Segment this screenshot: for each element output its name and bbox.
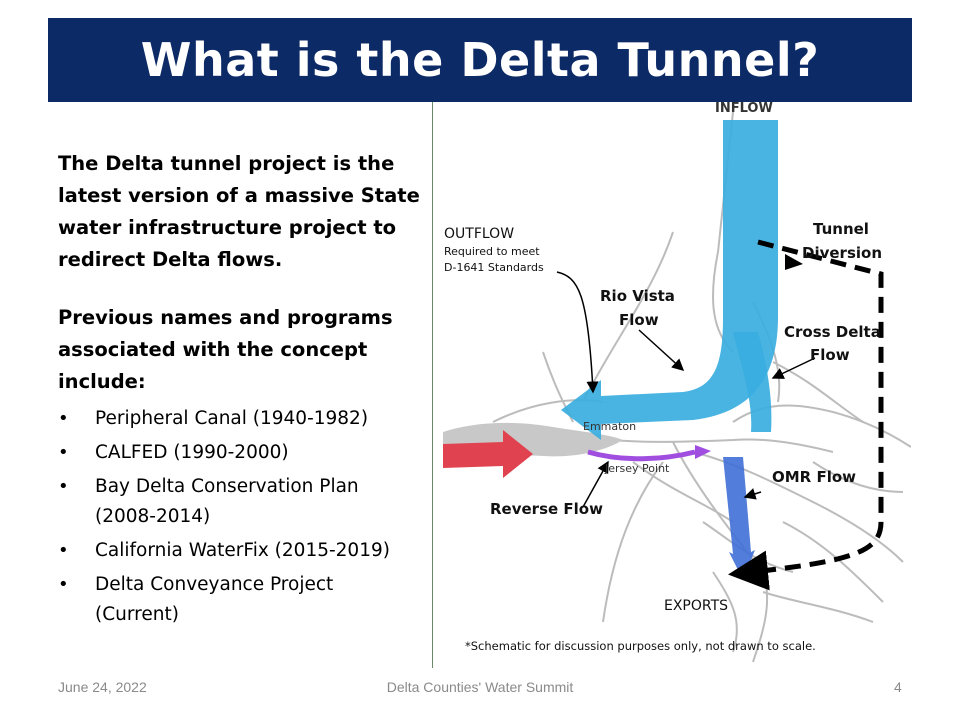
list-item: •California WaterFix (2015-2019) — [58, 536, 428, 566]
river-channels — [442, 111, 911, 663]
reverse-flow-arrow — [587, 449, 696, 462]
intro-paragraph: The Delta tunnel project is the latest v… — [58, 152, 420, 271]
rio-vista-label-line1: Rio Vista — [600, 287, 675, 305]
previous-names-list: •Peripheral Canal (1940-1982) •CALFED (1… — [58, 404, 428, 630]
cross-delta-label-line1: Cross Delta — [784, 323, 881, 341]
bullet-icon: • — [58, 476, 69, 497]
rio-vista-label-line2: Flow — [619, 311, 659, 329]
cross-delta-label-line2: Flow — [810, 346, 850, 364]
names-intro-paragraph: Previous names and programs associated w… — [58, 306, 393, 393]
cross-delta-flow-shape — [733, 332, 772, 432]
emmaton-label: Emmaton — [583, 420, 636, 433]
outflow-line1: Required to meet — [444, 245, 540, 258]
tunnel-diversion-arrowhead-top — [785, 254, 803, 270]
schematic-note: *Schematic for discussion purposes only,… — [465, 639, 816, 653]
bullet-icon: • — [58, 442, 69, 463]
reverse-flow-arrowhead — [695, 445, 711, 459]
tunnel-label-line1: Tunnel — [813, 220, 869, 238]
omr-arrow — [723, 457, 755, 580]
bullet-icon: • — [58, 408, 69, 429]
list-item: •Peripheral Canal (1940-1982) — [58, 404, 428, 434]
bullet-icon: • — [58, 540, 69, 561]
label-pointers — [556, 271, 816, 508]
outflow-line2: D-1641 Standards — [444, 261, 544, 274]
text-column: The Delta tunnel project is the latest v… — [58, 148, 428, 634]
exports-label: EXPORTS — [664, 598, 728, 614]
outflow-label: OUTFLOW — [444, 226, 514, 242]
delta-flow-schematic: INFLOW OUTFLOW Required to meet D-1641 S… — [433, 102, 911, 668]
list-item: •Bay Delta Conservation Plan(2008-2014) — [58, 472, 428, 532]
tunnel-label-line2: Diversion — [802, 244, 882, 262]
inflow-arrow — [561, 120, 778, 440]
jersey-point-label: Jersey Point — [604, 462, 670, 475]
west-inflow-arrow — [443, 430, 533, 478]
bullet-icon: • — [58, 574, 69, 595]
list-item: •CALFED (1990-2000) — [58, 438, 428, 468]
inflow-label: INFLOW — [715, 102, 773, 116]
reverse-flow-label: Reverse Flow — [490, 500, 603, 518]
page-number: 4 — [894, 679, 902, 695]
footer-event: Delta Counties' Water Summit — [386, 679, 574, 695]
footer-date: June 24, 2022 — [58, 679, 147, 695]
tunnel-diversion-route — [728, 239, 884, 591]
title-bar: What is the Delta Tunnel? — [48, 18, 912, 102]
list-item: •Delta Conveyance Project(Current) — [58, 570, 428, 630]
omr-flow-label: OMR Flow — [772, 468, 856, 486]
column-divider — [432, 102, 433, 668]
slide-title: What is the Delta Tunnel? — [140, 33, 820, 87]
